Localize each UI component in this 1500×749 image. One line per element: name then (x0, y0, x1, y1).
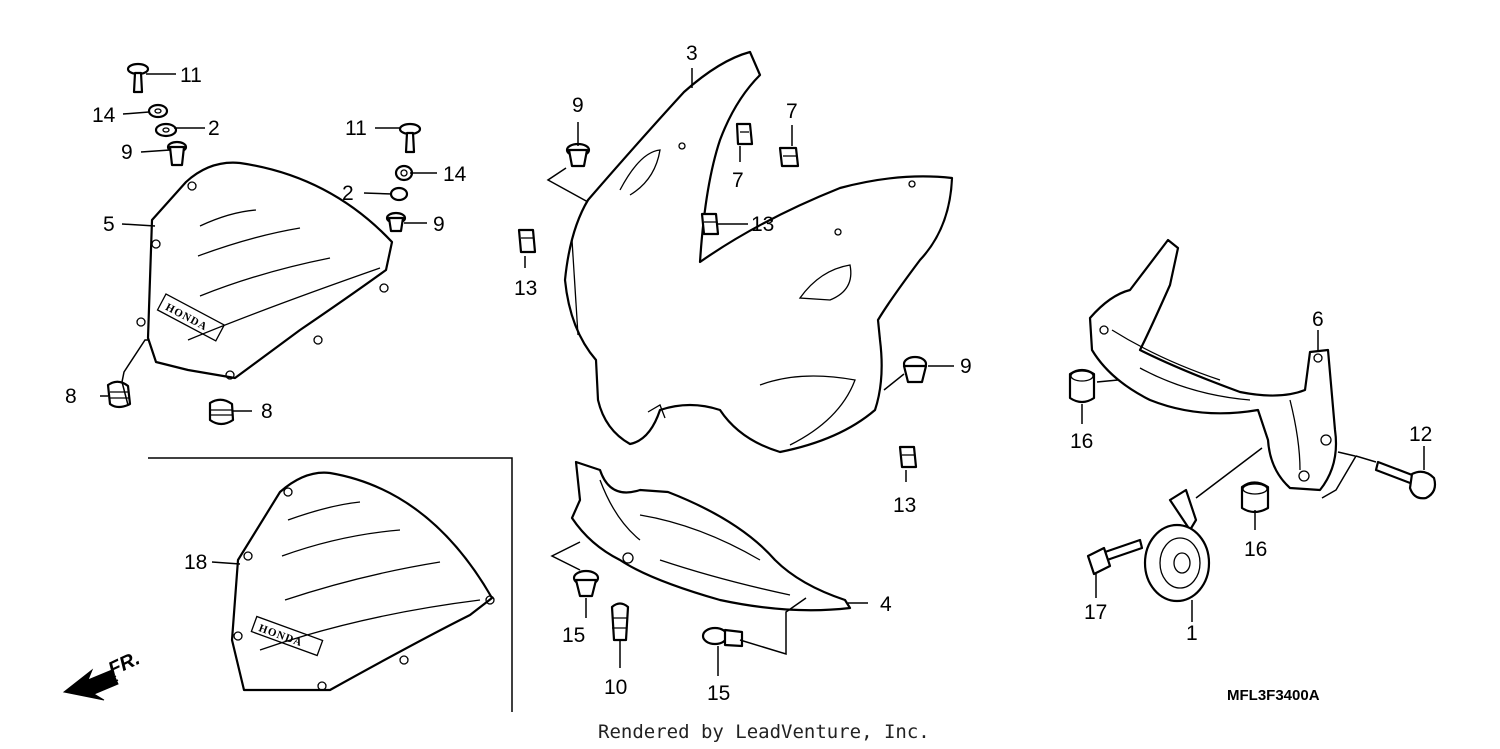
horn-part (1143, 488, 1211, 603)
callout-labels: 11 14 2 9 5 8 8 11 14 2 9 3 9 7 7 13 13 … (65, 42, 1432, 705)
callout-15: 15 (707, 682, 730, 705)
push-rivet-icon (610, 602, 630, 642)
callout-18: 18 (184, 551, 207, 574)
callout-4: 4 (880, 593, 892, 616)
upper-cowl-part (563, 50, 954, 454)
callout-13: 13 (893, 494, 916, 517)
clip-nut-icon (517, 228, 537, 254)
callout-8: 8 (65, 385, 77, 408)
callout-5: 5 (103, 213, 115, 236)
leader-lines (100, 68, 1425, 676)
footer-credit: Rendered by LeadVenture, Inc. (598, 721, 930, 743)
bolt-icon (1374, 460, 1437, 500)
rubber-mount-icon (1068, 368, 1096, 404)
washer-icon (394, 164, 414, 182)
callout-7: 7 (786, 100, 798, 123)
callout-11: 11 (345, 117, 367, 140)
callout-7: 7 (732, 169, 744, 192)
callout-14: 14 (92, 104, 116, 127)
cowl-stay-part (1088, 238, 1338, 492)
callout-14: 14 (443, 163, 467, 186)
diagram-code: MFL3F3400A (1227, 687, 1320, 704)
callout-3: 3 (686, 42, 698, 65)
clip-icon (572, 569, 600, 598)
grommet-icon (106, 380, 132, 409)
callout-15: 15 (562, 624, 585, 647)
grommet-icon (902, 355, 928, 384)
clip-nut-icon (778, 146, 800, 168)
inner-cowl-part (570, 460, 852, 612)
callout-1: 1 (1186, 622, 1198, 645)
clip-nut-icon (898, 445, 918, 469)
callout-9: 9 (960, 355, 972, 378)
callout-6: 6 (1312, 308, 1324, 331)
callout-17: 17 (1084, 601, 1107, 624)
clip-nut-icon (700, 212, 720, 236)
windscreen-part: HONDA (136, 161, 394, 380)
screw-icon (398, 122, 422, 154)
callout-2: 2 (208, 117, 220, 140)
screw-icon (126, 62, 150, 94)
callout-13: 13 (751, 213, 774, 236)
grommet-icon (385, 211, 407, 233)
rubber-mount-icon (1240, 481, 1270, 514)
callout-10: 10 (604, 676, 627, 699)
callout-13: 13 (514, 277, 537, 300)
bolt-icon (1086, 538, 1144, 576)
callout-16: 16 (1070, 430, 1093, 453)
grommet-icon (565, 142, 591, 168)
grommet-icon (166, 140, 188, 167)
callout-8: 8 (261, 400, 273, 423)
callout-9: 9 (121, 141, 133, 164)
callout-9: 9 (433, 213, 445, 236)
callout-9: 9 (572, 94, 584, 117)
grommet-icon (208, 398, 235, 426)
clip-icon (701, 626, 744, 648)
callout-12: 12 (1409, 423, 1432, 446)
callout-16: 16 (1244, 538, 1267, 561)
optional-screen-part: HONDA (230, 471, 495, 692)
callout-11: 11 (180, 64, 202, 87)
front-direction-arrow-icon (62, 668, 119, 701)
optional-screen-frame (148, 457, 513, 712)
clip-nut-icon (735, 122, 754, 146)
washer-icon (389, 186, 409, 202)
washer-icon (154, 122, 178, 138)
callout-2: 2 (342, 182, 354, 205)
washer-icon (147, 103, 169, 119)
